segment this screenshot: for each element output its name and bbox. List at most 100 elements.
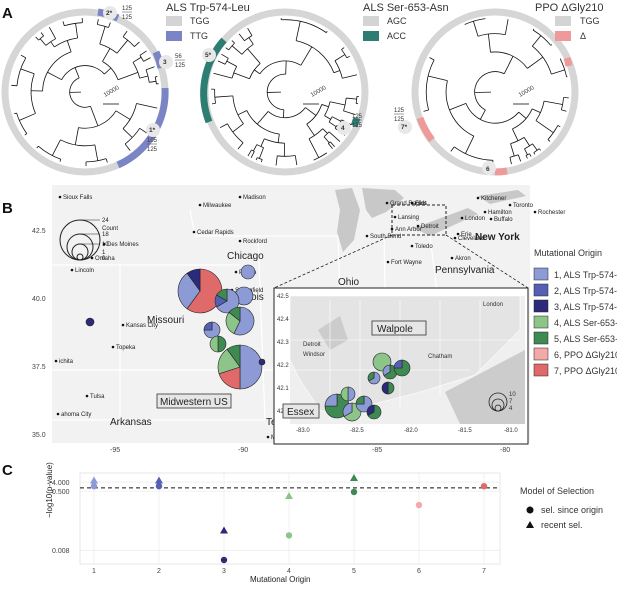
city-dot [112, 346, 115, 349]
svg-text:-81.0: -81.0 [504, 428, 518, 434]
data-point-circle [481, 483, 487, 489]
city-dot [239, 240, 242, 243]
city-label: South Bend [370, 234, 401, 240]
tree-title: ALS Trp-574-Leu [166, 2, 250, 14]
state-label: Chicago [227, 251, 264, 262]
legend-label: TTG [190, 31, 208, 41]
city-dot [477, 197, 480, 200]
city-label: Detroit [421, 224, 439, 230]
city-dot [387, 261, 390, 264]
city-label: ichita [59, 359, 74, 365]
tree-title: ALS Ser-653-Asn [363, 2, 449, 14]
svg-text:42.3: 42.3 [277, 340, 289, 346]
fraction: 125 [352, 114, 363, 120]
city-dot [451, 257, 454, 260]
city-label: Des Moines [107, 242, 139, 248]
fraction: 125 [394, 117, 405, 123]
chart-legend-triangle [526, 521, 534, 528]
city-label: Buffalo [494, 217, 513, 223]
origin-legend: Mutational Origin 1, ALS Trp-574-Leu2, A… [534, 248, 617, 376]
city-dot [366, 235, 369, 238]
city-dot [461, 217, 464, 220]
data-point-circle [351, 489, 357, 495]
city-dot [534, 211, 537, 214]
pie-chart [86, 318, 94, 326]
data-point-circle [416, 502, 422, 508]
legend-label: TGG [580, 16, 600, 26]
scale-label: 10000 [103, 85, 121, 99]
legend-swatch [166, 16, 182, 26]
legend-swatch [555, 31, 571, 41]
origin-label: 5* [205, 52, 212, 59]
size-legend-value: 24 [102, 218, 109, 224]
origin-item-label: 4, ALS Ser-653-Asn [554, 318, 617, 328]
state-label: Ohio [338, 277, 360, 288]
legend-label: AGC [387, 16, 407, 26]
city-label: Toledo [415, 244, 433, 250]
city-dot [193, 231, 196, 234]
origin-item-label: 1, ALS Trp-574-Leu [554, 270, 617, 280]
x-tick-label: 6 [417, 568, 421, 575]
lon-ticks: -95 -90 -85 -80 [110, 447, 510, 454]
city-dot [411, 202, 414, 205]
city-dot [55, 360, 58, 363]
pie-slice [241, 265, 255, 279]
chart-legend-title: Model of Selection [520, 486, 594, 496]
pie-chart [368, 372, 380, 384]
tree-als-trp574: ALS Trp-574-Leu TGG TTG 2* 125 125 3 56 … [5, 2, 250, 172]
svg-text:42.5: 42.5 [277, 294, 289, 300]
svg-text:42.2: 42.2 [277, 363, 289, 369]
pie-slice [259, 359, 265, 365]
y-tick-label: 4.000 [52, 480, 70, 487]
origin-label: 1* [149, 127, 156, 134]
tree-ppo-gly210: PPO ΔGly210 TGG Δ 7* 125 125 6 10000 [394, 2, 604, 175]
city-dot [490, 218, 493, 221]
pie-chart [367, 405, 381, 419]
legend-swatch [555, 16, 571, 26]
pie-chart [241, 265, 255, 279]
fraction: 125 [352, 123, 363, 129]
inset-city: Chatham [428, 354, 452, 360]
fraction: 125 [147, 147, 158, 153]
x-tick-label: 3 [222, 568, 226, 575]
city-dot [267, 436, 270, 439]
city-label: ahoma City [61, 412, 91, 418]
fraction: 125 [175, 63, 186, 69]
city-dot [509, 204, 512, 207]
y-tick-label: 0.500 [52, 489, 70, 496]
city-label: Cleveland [458, 236, 485, 242]
city-dot [239, 196, 242, 199]
pie-chart [259, 359, 265, 365]
inset-city: Detroit [303, 342, 321, 348]
lon-tick: -90 [238, 447, 248, 454]
tree-ring [415, 12, 575, 172]
scale-label: 10000 [518, 85, 536, 99]
legend-label: Δ [580, 31, 586, 41]
city-label: Toronto [513, 203, 534, 209]
origin-label: 7* [401, 124, 408, 131]
origin-item-label: 2, ALS Trp-574-Leu [554, 286, 617, 296]
legend-swatch [363, 16, 379, 26]
tree-branches [424, 19, 569, 166]
city-dot [71, 269, 74, 272]
lat-tick: 35.0 [32, 432, 46, 439]
fraction: 56 [175, 54, 182, 60]
svg-text:-82.5: -82.5 [350, 428, 364, 434]
lon-tick: -95 [110, 447, 120, 454]
city-label: Lincoln [75, 268, 94, 274]
pie-slice [86, 318, 94, 326]
city-dot [122, 324, 125, 327]
origin-swatch [534, 284, 548, 296]
city-label: Kansas City [126, 323, 158, 329]
scale-label: 10000 [310, 85, 328, 99]
svg-text:-82.0: -82.0 [404, 428, 418, 434]
fraction: 105 [147, 138, 158, 144]
origin-swatch [534, 300, 548, 312]
lat-tick: 42.5 [32, 228, 46, 235]
essex-label: Essex [287, 407, 314, 418]
lat-tick: 40.0 [32, 296, 46, 303]
city-label: Lansing [398, 215, 419, 221]
panel-c-label: C [2, 462, 13, 479]
origin-item-label: 5, ALS Ser-653-Asn [554, 334, 617, 344]
